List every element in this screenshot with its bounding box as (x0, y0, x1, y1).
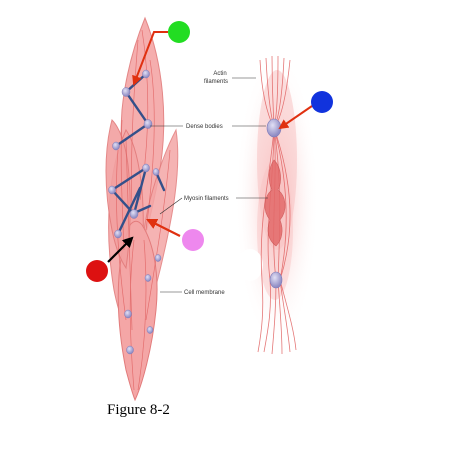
dense-body (152, 168, 160, 176)
single-fiber-diagram (235, 50, 319, 355)
red-marker (86, 260, 108, 282)
smooth-muscle-cells (105, 16, 179, 402)
pink-marker (182, 229, 204, 251)
membrane-notch (237, 249, 263, 281)
myosin-filament (110, 166, 148, 192)
label-actin-line1: Actin (213, 71, 226, 77)
dense-body (121, 87, 131, 97)
label-actin-line2: filaments (204, 79, 228, 85)
pointer-arrow-blue (278, 105, 313, 130)
myosin-filament (114, 122, 150, 148)
myosin-filament-body (264, 159, 286, 247)
dense-body (114, 229, 122, 239)
myosin-filament (124, 90, 150, 126)
label-myosin-filaments: Myosin filaments (184, 196, 229, 202)
dense-body (112, 141, 120, 151)
dense-body (129, 209, 139, 219)
green-marker (168, 21, 190, 43)
leader-line (159, 197, 183, 215)
dense-body (143, 119, 153, 129)
myosin-filament (116, 186, 142, 236)
label-leaders (150, 77, 268, 293)
dense-body (142, 163, 150, 173)
blue-marker (311, 91, 333, 113)
pointer-arrow-green (132, 31, 168, 86)
actin-filaments (257, 55, 297, 355)
dense-body (126, 345, 134, 355)
label-cell-membrane: Cell membrane (184, 290, 225, 296)
label-dense-bodies: Dense bodies (186, 124, 223, 130)
dense-body (142, 69, 150, 79)
dense-body (124, 309, 132, 319)
dense-body (154, 254, 162, 262)
dense-body (144, 274, 152, 282)
dense-body (108, 185, 116, 195)
dense-body (269, 271, 283, 289)
figure-caption: Figure 8-2 (107, 402, 170, 418)
muscle-cell (117, 220, 158, 402)
myosin-filament (132, 166, 148, 216)
dense-body (146, 326, 154, 334)
pointer-arrow-red (107, 236, 134, 263)
pointer-arrow-pink (146, 219, 181, 237)
dense-body (266, 118, 282, 138)
